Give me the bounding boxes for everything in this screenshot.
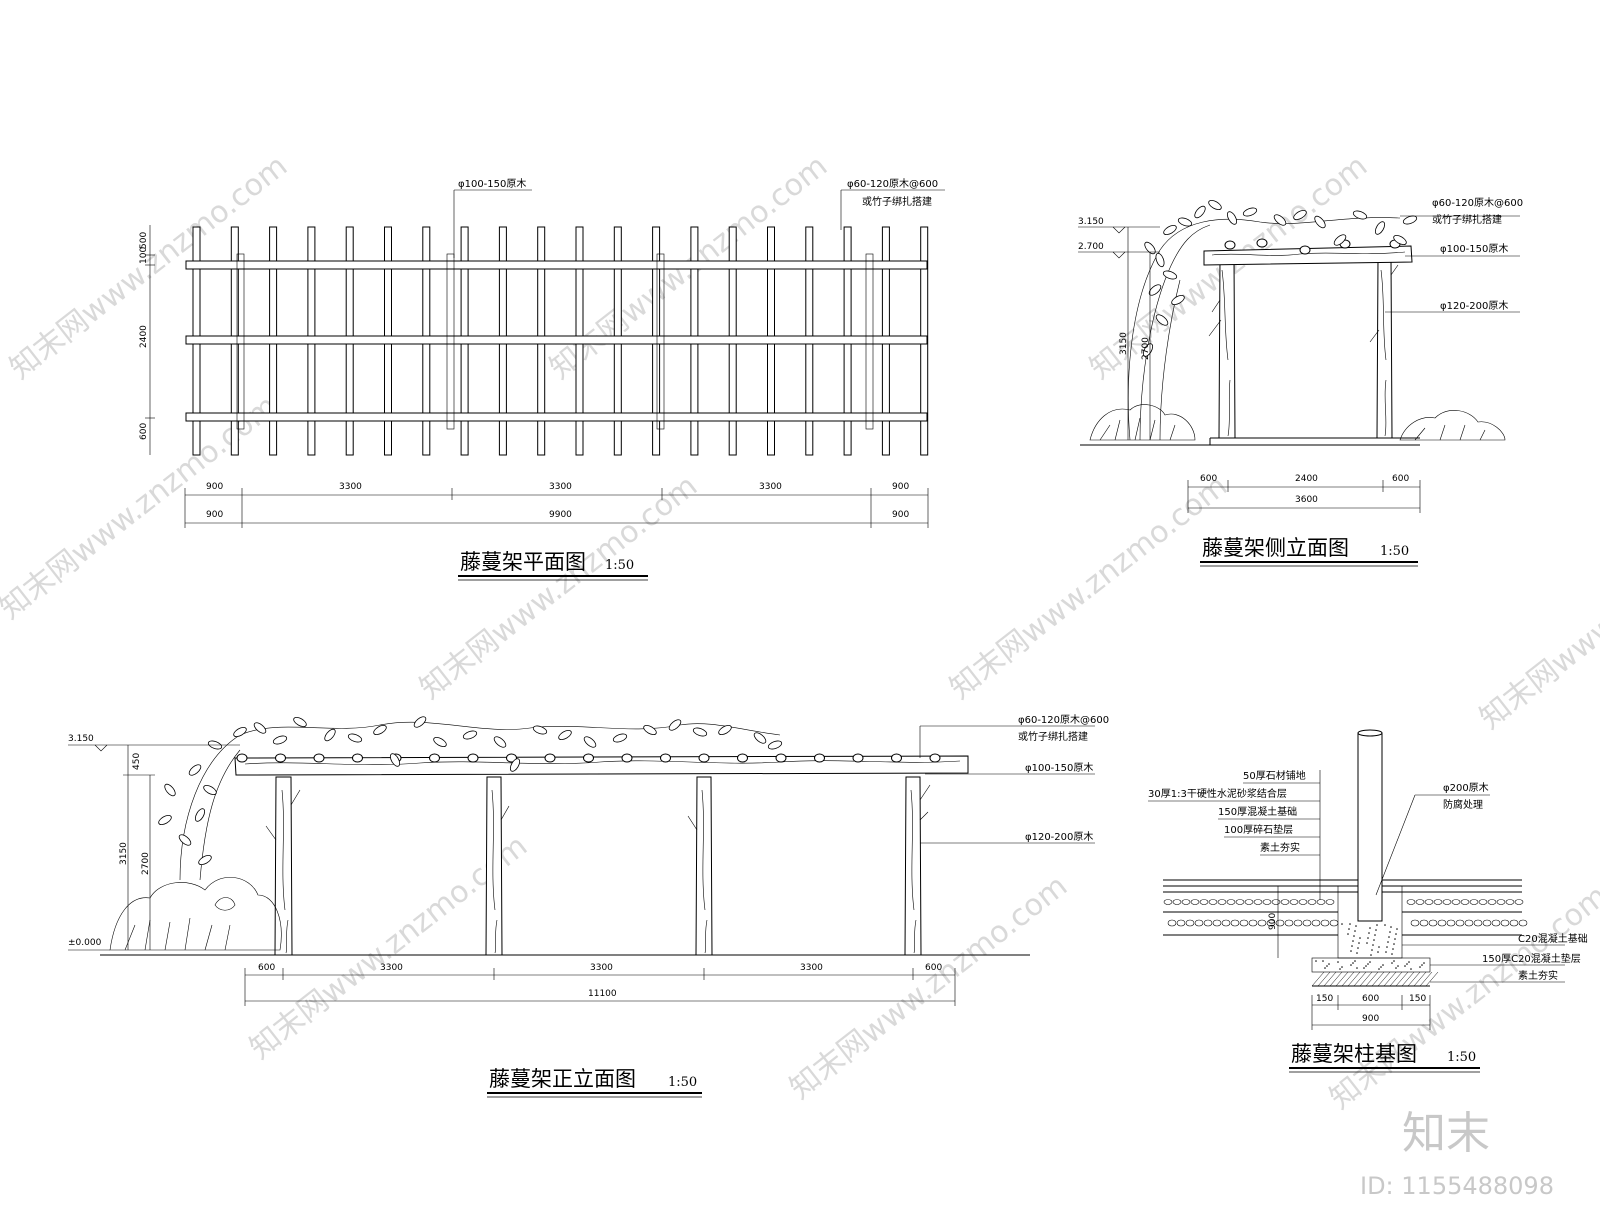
side-dim: 600 <box>1200 474 1217 484</box>
front-dim: 600 <box>925 963 942 973</box>
post-note: 防腐处理 <box>1443 798 1483 811</box>
watermark-text: 知末网www.znzmo.com <box>413 468 704 706</box>
plan-dim: 900 <box>892 510 909 520</box>
front-level-ground: ±0.000 <box>68 938 102 948</box>
footing-note: C20混凝土基础 <box>1518 932 1588 945</box>
plan-dim: 900 <box>892 482 909 492</box>
front-leaves <box>158 716 783 866</box>
plan-posts <box>236 253 874 430</box>
plan-dim-left: 500 <box>139 232 149 249</box>
side-dim: 3600 <box>1295 495 1318 505</box>
plan-dim: 900 <box>206 482 223 492</box>
plan-beam <box>185 335 928 345</box>
base-scale: 1:50 <box>1447 1050 1476 1065</box>
side-note: 或竹子绑扎搭建 <box>1432 213 1502 226</box>
base-depth: 900 <box>1268 913 1278 930</box>
timber-post <box>1357 732 1383 922</box>
front-height-1: 3150 <box>119 842 129 865</box>
front-level-top: 3.150 <box>68 734 94 744</box>
base-dim: 600 <box>1362 994 1379 1004</box>
side-note: φ60-120原木@600 <box>1432 197 1523 209</box>
brand-logo: 知末 <box>1402 1108 1490 1159</box>
plan-dim-left: 100 <box>139 247 149 264</box>
side-dim: 2400 <box>1295 474 1318 484</box>
front-note: φ60-120原木@600 <box>1018 714 1109 726</box>
plan-beam <box>185 412 928 422</box>
front-note: φ120-200原木 <box>1025 831 1093 843</box>
watermark-text: 知末网www.znzmo.com <box>783 868 1074 1106</box>
side-title: 藤蔓架侧立面图 <box>1202 536 1349 560</box>
base-dim: 150 <box>1409 994 1426 1004</box>
plan-dim: 3300 <box>549 482 572 492</box>
post-base-detail: 50厚石材铺地 30厚1:3干硬性水泥砂浆结合层 150厚混凝土基础 100厚碎… <box>1148 729 1588 1073</box>
brand-id: ID: 1155488098 <box>1360 1172 1554 1200</box>
front-posts <box>265 776 931 956</box>
plan-dim: 3300 <box>759 482 782 492</box>
side-note: φ100-150原木 <box>1440 243 1508 255</box>
front-rafter-ends <box>236 753 941 763</box>
side-height-2: 2700 <box>1141 337 1151 360</box>
plan-dim-left: 600 <box>139 423 149 440</box>
footing-note: 150厚C20混凝土垫层 <box>1482 952 1581 965</box>
earth-hatch <box>1311 971 1439 987</box>
concrete-pad <box>1311 957 1431 973</box>
plan-view: φ100-150原木 φ60-120原木@600 或竹子绑扎搭建 500 100… <box>139 178 945 581</box>
plan-rafter-note: φ60-120原木@600 <box>847 178 938 190</box>
front-dim: 3300 <box>590 963 613 973</box>
side-level-mid: 2.700 <box>1078 242 1104 252</box>
front-dim: 3300 <box>380 963 403 973</box>
plan-dim: 9900 <box>549 510 572 520</box>
base-dim: 900 <box>1362 1014 1379 1024</box>
plan-purlin-note: φ100-150原木 <box>458 178 526 190</box>
side-note: φ120-200原木 <box>1440 300 1508 312</box>
front-note: φ100-150原木 <box>1025 762 1093 774</box>
layer-note: 素土夯实 <box>1260 841 1300 854</box>
base-dim: 150 <box>1316 994 1333 1004</box>
side-dim: 600 <box>1392 474 1409 484</box>
side-height-1: 3150 <box>1119 332 1129 355</box>
plan-dim-left: 2400 <box>139 325 149 348</box>
front-height-top: 450 <box>132 753 142 770</box>
side-scale: 1:50 <box>1380 544 1409 559</box>
post-note: φ200原木 <box>1443 782 1489 794</box>
layer-note: 50厚石材铺地 <box>1243 769 1306 782</box>
front-title: 藤蔓架正立面图 <box>489 1067 636 1091</box>
front-elevation: 3.150 ±0.000 450 3150 2700 φ60-120原木@600… <box>68 714 1109 1098</box>
plan-dim: 900 <box>206 510 223 520</box>
side-leaves <box>1142 199 1418 357</box>
plan-beam <box>185 260 928 270</box>
front-dim: 600 <box>258 963 275 973</box>
front-note: 或竹子绑扎搭建 <box>1018 730 1088 743</box>
plan-scale: 1:50 <box>605 558 634 573</box>
layer-notes: 50厚石材铺地 30厚1:3干硬性水泥砂浆结合层 150厚混凝土基础 100厚碎… <box>1148 769 1321 900</box>
concrete-dots <box>1315 923 1425 970</box>
plan-dim: 3300 <box>339 482 362 492</box>
front-height-2: 2700 <box>141 852 151 875</box>
footing-note: 素土夯实 <box>1518 969 1558 982</box>
front-dim: 11100 <box>588 989 617 999</box>
front-scale: 1:50 <box>668 1075 697 1090</box>
layer-note: 150厚混凝土基础 <box>1218 805 1297 818</box>
watermark-text: 知末网www.znzmo.com <box>943 468 1234 706</box>
plan-rafter-note-2: 或竹子绑扎搭建 <box>862 195 932 208</box>
plan-title: 藤蔓架平面图 <box>460 550 586 574</box>
base-title: 藤蔓架柱基图 <box>1291 1042 1417 1066</box>
plan-dim-ticks <box>184 488 929 528</box>
watermark-text: 知末网www.znzmo.com <box>1473 498 1600 736</box>
gravel-pattern <box>1163 899 1528 927</box>
layer-note: 30厚1:3干硬性水泥砂浆结合层 <box>1148 787 1287 800</box>
side-elevation: 3.150 2.700 3150 2700 φ60-120原木@600 或竹子绑… <box>1078 197 1523 567</box>
front-dim: 3300 <box>800 963 823 973</box>
side-level-top: 3.150 <box>1078 217 1104 227</box>
layer-note: 100厚碎石垫层 <box>1224 823 1293 836</box>
